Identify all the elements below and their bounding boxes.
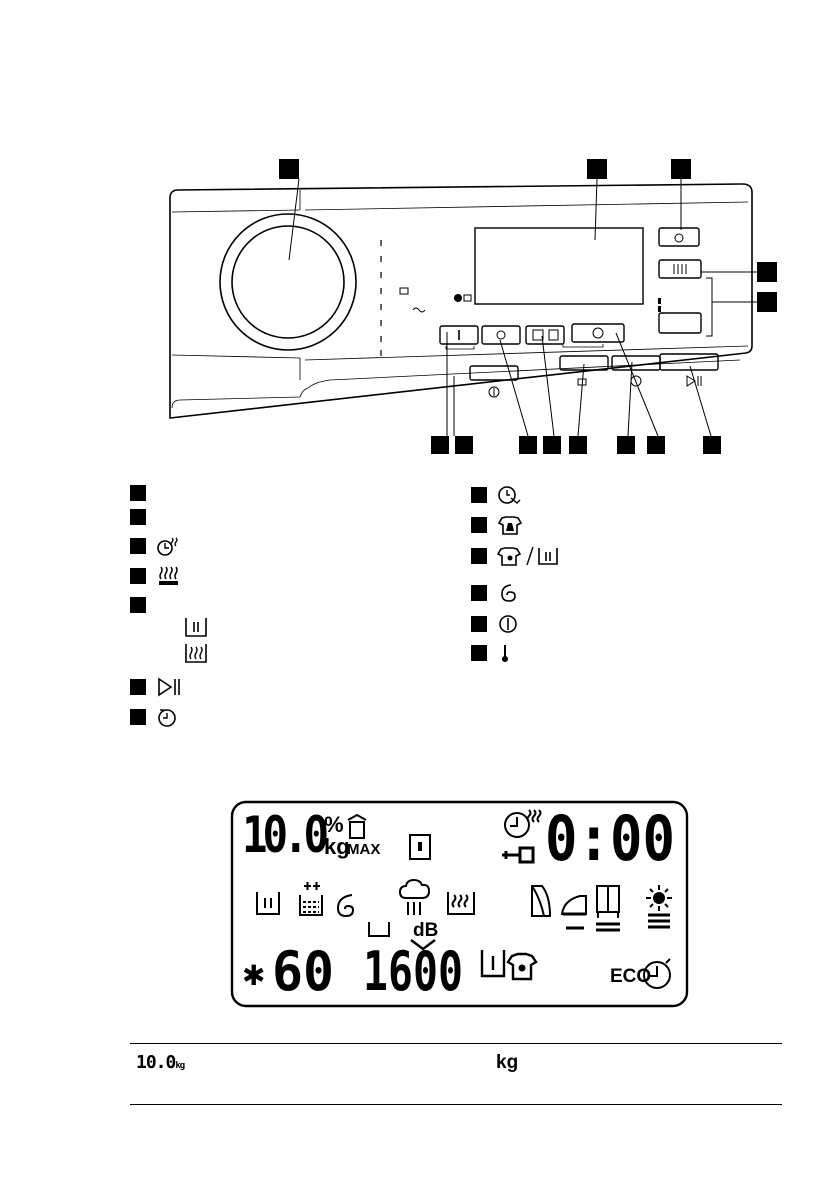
time-save-icon [497,485,523,505]
detergent-overload-icon [348,815,366,838]
spin-button[interactable] [482,326,520,344]
mini-load-display: 10.0kg [136,1052,184,1073]
callout-marker-2 [587,159,607,179]
detergent-compartment-icon [183,616,209,638]
start-pause-icon [156,677,182,697]
callout-marker-5 [757,292,777,312]
kg-label: kg [324,834,350,859]
legend-item-8 [471,485,523,505]
callout-marker-1 [279,159,299,179]
footer-table-row: 10.0kg kg [130,1043,782,1105]
legend-item-13 [471,643,523,663]
legend-item-7 [130,707,182,727]
delay-start-icon [156,707,182,727]
legend-item-4 [130,566,182,586]
dial-symbols [400,288,471,312]
steam-prewash-icon [497,546,563,566]
legend-item-3 [130,536,182,556]
spin-display-icon [338,895,353,916]
sun-dry-icon [646,885,672,927]
time-display: 0:00 [545,802,675,875]
callout-marker-4 [757,262,777,282]
time-manager-icon [156,536,182,556]
load-value: 10.0 [242,806,327,864]
max-label: MAX [347,841,380,858]
temperature-button[interactable] [440,326,478,344]
control-panel-drawing [150,150,790,460]
main-wash-icon [482,950,504,976]
temperature-value: 60 [272,940,334,1003]
legend-item-6 [130,677,182,697]
extra-rinse-icon [300,882,322,915]
legend-item-12 [471,614,523,634]
auto-dose-button[interactable] [659,260,701,278]
wardrobe-icon [596,886,620,930]
legend-item-11 [471,583,523,603]
steam-prewash-button[interactable] [526,326,564,344]
time-manager-button[interactable] [659,228,699,246]
steam-compartment-display-icon [448,892,474,914]
programme-dial[interactable] [220,214,356,350]
spin-icon [497,583,523,603]
on-off-icon [497,614,523,634]
legend-item-2 [130,509,146,525]
legend-item-1 [130,485,146,501]
temperature-icon [497,643,523,663]
spin-value: 1600 [363,940,463,1003]
easy-iron-button[interactable] [560,356,608,385]
kg-text: kg [496,1052,518,1074]
lcd-display-diagram: 10.0 % kg MAX 0:00 dB ✱ 60 1600 ECO [230,800,690,1010]
iron-icon [562,896,586,928]
bottom-callout-markers [431,436,721,454]
prewash-icon [257,892,279,914]
time-manager-display-icon [505,810,541,837]
cold-asterisk: ✱ [242,959,265,992]
steam-compartment-icon [183,642,209,664]
no-spin-icon [369,922,389,936]
dose-select-button[interactable] [658,298,701,333]
legend-item-9 [471,515,523,535]
steam-display-icon [400,880,429,915]
callout-marker-3 [671,159,691,179]
legend-item-5 [130,597,146,613]
door-lock-icon [410,835,430,859]
db-label: dB [413,920,438,941]
fabric-icon [532,886,550,916]
panel-outline [170,184,752,418]
easy-iron-icon [497,515,523,535]
display-window [475,228,643,304]
legend-item-10 [471,546,563,566]
child-lock-icon [502,848,533,862]
auto-dose-icon [156,566,182,586]
